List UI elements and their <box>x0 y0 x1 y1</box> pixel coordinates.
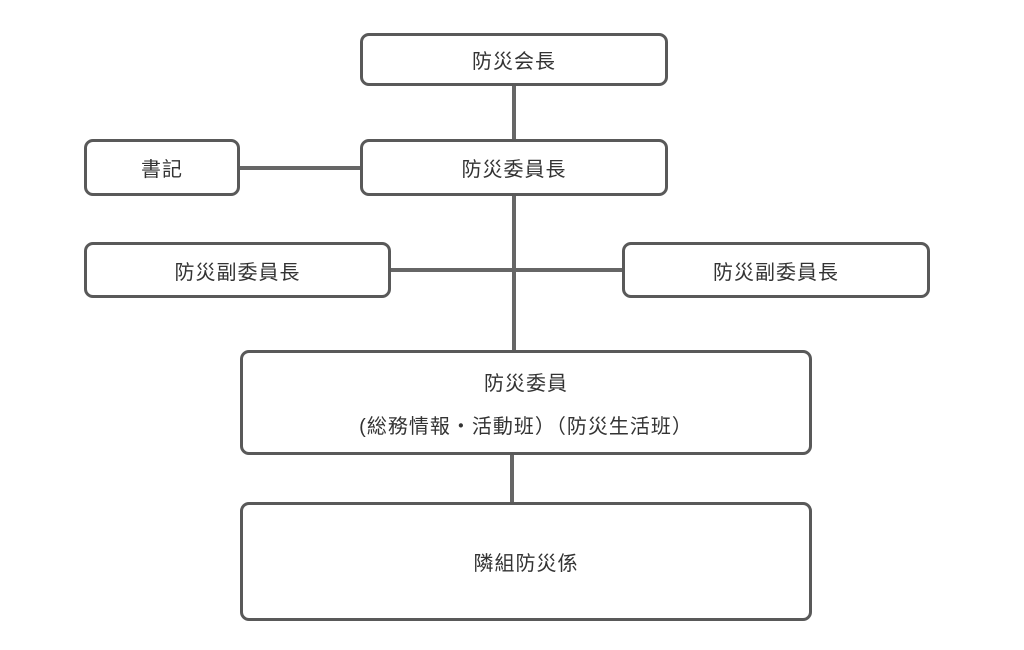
node-vice-committee-chair-right: 防災副委員長 <box>622 242 930 298</box>
connector-secretary-to-committee-chair <box>240 166 360 170</box>
node-disaster-prevention-chairman: 防災会長 <box>360 33 668 86</box>
node-vice-committee-chair-left: 防災副委員長 <box>84 242 391 298</box>
node-label: 隣組防災係 <box>473 553 579 575</box>
connector-chairman-to-committee-chair <box>512 86 516 139</box>
connector-committee-chair-to-members <box>512 196 516 350</box>
connector-members-to-neighborhood <box>510 455 514 502</box>
node-label: 防災委員長 <box>461 159 567 181</box>
node-disaster-prevention-members: 防災委員 (総務情報・活動班）（防災生活班） <box>240 350 812 455</box>
node-secretary: 書記 <box>84 139 240 196</box>
node-disaster-prevention-committee-chair: 防災委員長 <box>360 139 668 196</box>
node-label: 書記 <box>141 159 183 181</box>
node-label-line1: 防災委員 <box>484 372 568 395</box>
node-label: 防災副委員長 <box>713 261 839 284</box>
connector-vice-chairs <box>391 268 622 272</box>
node-label: 防災会長 <box>472 51 556 73</box>
node-label: 防災副委員長 <box>174 261 301 284</box>
node-neighborhood-disaster-prevention-staff: 隣組防災係 <box>240 502 812 621</box>
node-label-line2: (総務情報・活動班）（防災生活班） <box>359 415 693 438</box>
